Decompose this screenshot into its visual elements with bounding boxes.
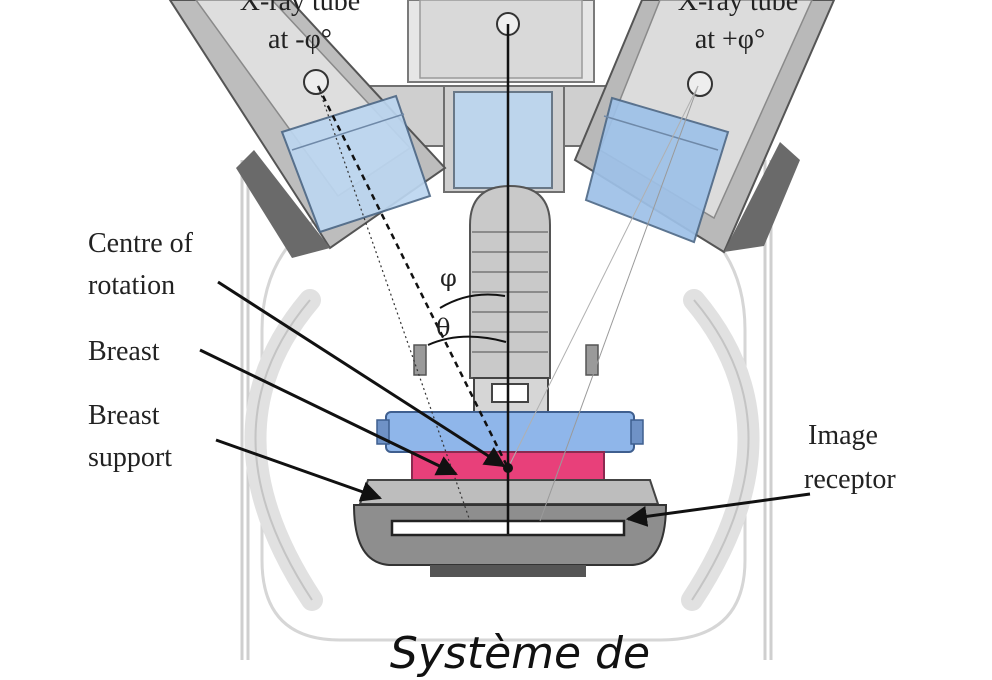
centre-of-rotation-label-line1: Centre of bbox=[88, 228, 194, 259]
tube-left-label-line2: at -φ° bbox=[268, 24, 332, 55]
phi-arc bbox=[439, 293, 506, 309]
compression-arm bbox=[413, 184, 599, 413]
left-handle bbox=[244, 289, 323, 611]
centre-of-rotation-label-line2: rotation bbox=[88, 270, 175, 301]
right-handle-edge bbox=[691, 299, 750, 601]
tube-right-label-line2: at +φ° bbox=[695, 24, 765, 55]
beam-lines bbox=[316, 24, 699, 534]
gantry-outline bbox=[260, 208, 747, 642]
right-handle bbox=[681, 289, 760, 611]
image-receptor-label-line2: receptor bbox=[804, 464, 896, 495]
theta-symbol: θ bbox=[436, 314, 450, 342]
xray-tube-center bbox=[407, 0, 595, 83]
tube-left-label-line1: X-ray tube bbox=[240, 0, 361, 17]
image-receptor-label-line1: Image bbox=[808, 420, 878, 451]
breast-support-label-line1: Breast bbox=[88, 400, 160, 431]
breast-label: Breast bbox=[88, 336, 160, 367]
caption: Système de bbox=[390, 628, 650, 679]
tube-right-label-line1: X-ray tube bbox=[678, 0, 799, 17]
collimator-left bbox=[280, 94, 432, 234]
leader-arrows bbox=[199, 280, 811, 527]
compression-paddle bbox=[376, 411, 644, 453]
left-handle-edge bbox=[254, 299, 313, 601]
theta-arc bbox=[427, 335, 507, 346]
collimator-right bbox=[584, 96, 730, 244]
breast-support-label-line2: support bbox=[88, 442, 172, 473]
phi-symbol: φ bbox=[440, 264, 457, 292]
